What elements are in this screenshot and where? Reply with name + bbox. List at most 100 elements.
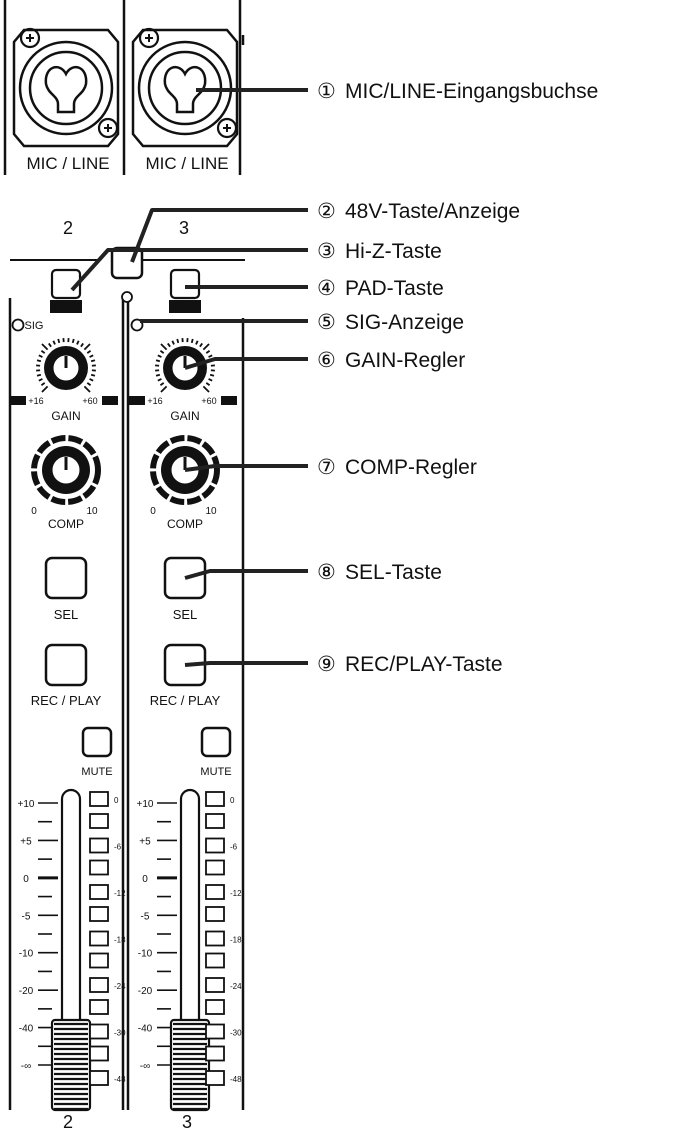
sel-label: SEL xyxy=(54,607,79,622)
switch-label: Hi-Z xyxy=(54,300,77,314)
gain-tick xyxy=(71,338,75,344)
meter-led xyxy=(89,859,109,876)
callout-1: ① MIC/LINE-Eingangsbuchse xyxy=(196,80,598,103)
gain-max-label: +60 xyxy=(201,396,216,406)
callout-text: SEL-Taste xyxy=(345,561,442,584)
callout-leader-line xyxy=(184,569,308,580)
gain-tick xyxy=(89,378,94,382)
mute-button[interactable] xyxy=(81,726,113,758)
gain-tick xyxy=(40,382,46,386)
fader-scale-label: -20 xyxy=(19,986,34,997)
combo-jack[interactable] xyxy=(131,27,239,148)
callout-text: REC/PLAY-Taste xyxy=(345,653,503,676)
callout-text: Hi-Z-Taste xyxy=(345,240,442,263)
comp-label: COMP xyxy=(167,517,203,531)
gain-max-box xyxy=(102,396,118,405)
comp-scale-ring xyxy=(31,435,101,505)
screw-cross xyxy=(26,34,34,42)
fader-scale-label: -5 xyxy=(141,911,150,922)
fader-cap[interactable] xyxy=(50,1018,92,1112)
meter-led xyxy=(89,1070,109,1086)
meter-led xyxy=(205,813,225,829)
gain-tick xyxy=(36,373,42,377)
switch-label-box xyxy=(169,300,201,313)
gain-tick xyxy=(205,382,211,386)
fader-scale-label: -∞ xyxy=(21,1061,31,1072)
gain-min-box-label: -10 xyxy=(131,396,143,405)
gain-tick xyxy=(40,350,46,354)
callout-text: MIC/LINE-Eingangsbuchse xyxy=(345,80,598,103)
meter-led xyxy=(205,977,225,993)
meter-led xyxy=(89,977,109,993)
gain-knob[interactable] xyxy=(36,338,96,393)
meter-led xyxy=(89,884,109,900)
mute-label: MUTE xyxy=(81,766,112,778)
screw-icon xyxy=(97,117,119,139)
meter-scale-label: 0 xyxy=(230,796,235,805)
fader-scale-label: -40 xyxy=(19,1024,34,1035)
gain-max-box-label: +34 xyxy=(222,396,236,405)
rec-play-button[interactable] xyxy=(44,643,88,687)
gain-tick xyxy=(160,343,168,351)
gain-tick xyxy=(52,340,56,345)
gain-tick xyxy=(83,343,91,351)
meter-led xyxy=(205,837,225,854)
comp-knob[interactable] xyxy=(31,435,101,505)
mode-switch-button[interactable] xyxy=(169,268,201,300)
channel-number-bottom: 2 xyxy=(63,1112,73,1131)
gain-tick xyxy=(155,359,161,363)
switch-label: PAD xyxy=(173,300,198,314)
callout-number: ⑨ xyxy=(317,653,336,676)
channel-number: 3 xyxy=(179,218,189,238)
phantom-48v-led xyxy=(121,291,133,303)
meter-scale-label: -48 xyxy=(230,1075,242,1084)
callout-number: ① xyxy=(317,80,336,103)
jack-outer-ring xyxy=(18,40,114,136)
meter-scale-label: -12 xyxy=(114,889,126,898)
callout-number: ④ xyxy=(317,277,336,300)
meter-scale-label: -6 xyxy=(114,843,122,852)
gain-tick xyxy=(199,342,203,348)
combo-jack[interactable] xyxy=(12,27,120,148)
meter-scale-label: -30 xyxy=(114,1029,126,1038)
xlr-socket xyxy=(163,65,207,114)
sel-button[interactable] xyxy=(44,556,88,600)
fader-scale-label: +10 xyxy=(18,799,35,810)
fader-cap[interactable] xyxy=(169,1018,211,1112)
jack-plate xyxy=(131,28,239,148)
jack-label: MIC / LINE xyxy=(145,154,228,173)
meter-led xyxy=(89,791,109,807)
gain-min-label: +16 xyxy=(28,396,43,406)
fader-scale-label: +10 xyxy=(137,799,154,810)
fader-scale-label: -∞ xyxy=(140,1061,150,1072)
comp-scale-ring xyxy=(150,435,220,505)
comp-min-label: 0 xyxy=(150,506,156,517)
meter-led xyxy=(205,930,225,947)
gain-tick xyxy=(160,385,168,393)
fader-scale-label: 0 xyxy=(23,874,29,885)
gain-tick xyxy=(38,378,43,382)
meter-led xyxy=(89,999,109,1015)
meter-led xyxy=(205,1023,225,1040)
meter-led xyxy=(205,884,225,900)
gain-tick xyxy=(190,338,194,344)
callout-number: ⑤ xyxy=(317,311,336,334)
mute-button[interactable] xyxy=(200,726,232,758)
callout-text: 48V-Taste/Anzeige xyxy=(345,200,520,223)
meter-led xyxy=(89,952,109,969)
screw-icon xyxy=(216,117,238,139)
screw-icon xyxy=(138,27,160,49)
gain-tick xyxy=(205,350,211,354)
gain-max-label: +60 xyxy=(82,396,97,406)
gain-tick xyxy=(90,373,96,377)
gain-tick xyxy=(89,354,94,358)
gain-knob[interactable] xyxy=(155,338,215,393)
gain-min-box xyxy=(10,396,26,405)
gain-tick xyxy=(155,373,161,377)
fader-scale-label: +5 xyxy=(20,836,32,847)
callout-9: ⑨ REC/PLAY-Taste xyxy=(184,653,503,676)
